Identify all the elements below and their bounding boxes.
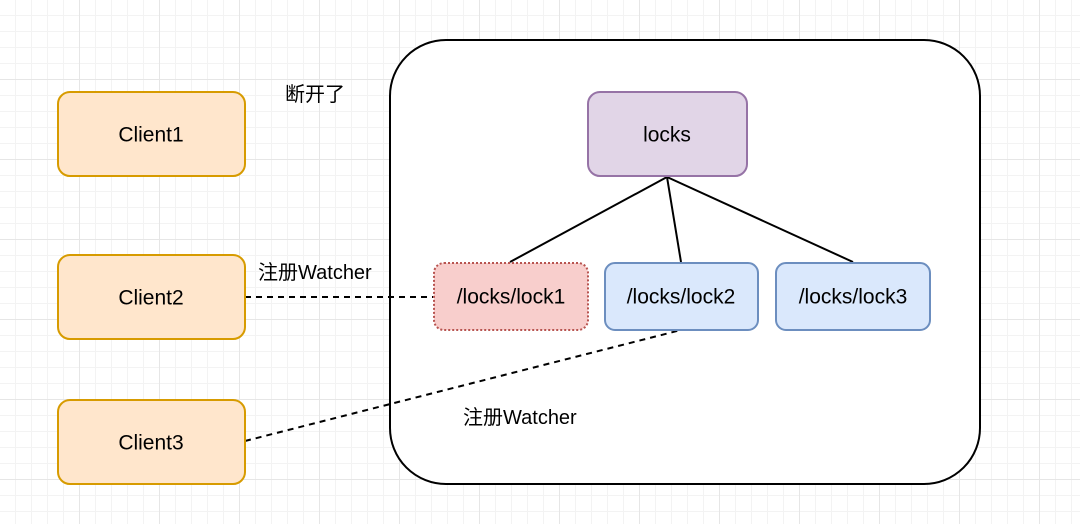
watcher-label-client2: 注册Watcher: [258, 261, 372, 284]
client2-node[interactable]: Client2: [57, 254, 246, 340]
edge-locks-lock2: [666, 176, 682, 263]
edge-locks-lock1: [509, 176, 668, 263]
client1-label: Client1: [118, 124, 183, 147]
client2-label: Client2: [118, 287, 183, 310]
locks-root-label: locks: [643, 124, 691, 147]
client3-label: Client3: [118, 432, 183, 455]
lock1-label: /locks/lock1: [457, 286, 566, 309]
disconnected-label: 断开了: [285, 83, 345, 106]
locks-root-node[interactable]: locks: [587, 91, 748, 177]
lock1-node[interactable]: /locks/lock1: [433, 262, 589, 331]
watcher-line-client3-lock2: [244, 329, 682, 442]
lock2-node[interactable]: /locks/lock2: [604, 262, 759, 331]
lock3-node[interactable]: /locks/lock3: [775, 262, 931, 331]
client1-node[interactable]: Client1: [57, 91, 246, 177]
client3-node[interactable]: Client3: [57, 399, 246, 485]
edge-locks-lock3: [666, 176, 854, 263]
lock3-label: /locks/lock3: [799, 286, 908, 309]
lock2-label: /locks/lock2: [627, 286, 736, 309]
watcher-label-client3: 注册Watcher: [463, 406, 577, 429]
